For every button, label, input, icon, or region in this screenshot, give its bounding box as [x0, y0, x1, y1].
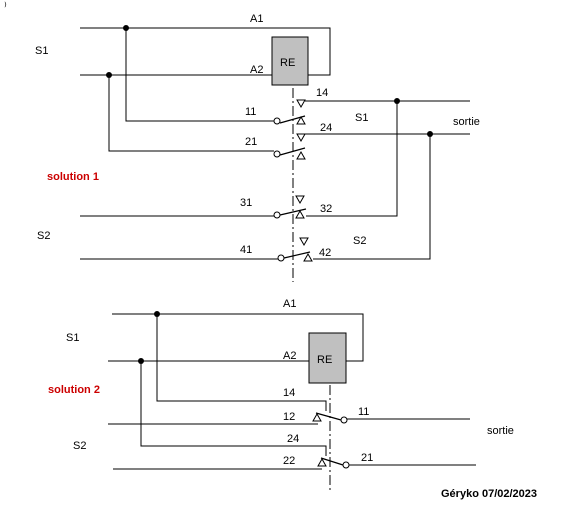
solution-2-title: solution 2	[48, 384, 100, 396]
contact-triangle	[295, 195, 305, 205]
contact-21-24	[279, 147, 306, 156]
label-s2-right: S2	[353, 235, 366, 247]
label-a1-2: A1	[283, 298, 296, 310]
wire-to-11	[125, 28, 274, 122]
contact-triangle	[317, 457, 327, 467]
label-11-2: 11	[358, 406, 369, 418]
label-32: 32	[320, 203, 332, 215]
contact-terminal	[273, 150, 281, 158]
label-s1-right: S1	[355, 112, 368, 124]
label-sortie-1: sortie	[453, 116, 480, 128]
relay-coil-1	[271, 36, 309, 86]
label-a2-2: A2	[283, 350, 296, 362]
label-21: 21	[245, 136, 257, 148]
label-s1: S1	[35, 45, 48, 57]
wire-a1-2	[112, 313, 364, 362]
contact-12-11	[315, 412, 342, 421]
label-s1-2: S1	[66, 332, 79, 344]
label-22-2: 22	[283, 455, 295, 467]
solution-1-title: solution 1	[47, 171, 99, 183]
coil-label-2: RE	[317, 354, 332, 366]
corner-mark: ⁾	[4, 1, 7, 13]
contact-terminal	[342, 461, 350, 469]
label-14-2: 14	[283, 387, 295, 399]
wire-a1-1	[80, 27, 331, 76]
label-s2: S2	[37, 230, 50, 242]
label-21-2: 21	[361, 452, 373, 464]
label-a1: A1	[250, 13, 263, 25]
contact-triangle	[296, 133, 306, 143]
contact-triangle	[296, 99, 306, 109]
contact-triangle	[296, 150, 306, 160]
contact-31-32	[279, 208, 307, 216]
author-signature: Géryko 07/02/2023	[441, 488, 537, 500]
contact-terminal	[273, 117, 281, 125]
contact-triangle	[296, 115, 306, 125]
wire-to-21	[108, 75, 274, 152]
label-31: 31	[240, 197, 252, 209]
label-12-2: 12	[283, 411, 295, 423]
solution-2-group: RE A1 A2 S1 solution 2 14 12 11 sortie 2…	[48, 298, 514, 492]
junction-dot	[427, 131, 433, 137]
solution-1-group: RE A1	[35, 13, 480, 282]
label-41: 41	[240, 244, 252, 256]
label-14: 14	[316, 87, 328, 99]
relay-coil-2	[308, 332, 347, 384]
contact-terminal	[340, 416, 348, 424]
contact-41-42	[283, 251, 311, 259]
wire-42	[313, 134, 431, 260]
wire-to-14	[156, 314, 327, 411]
contact-triangle	[312, 412, 322, 422]
junction-dot	[394, 98, 400, 104]
wire-to-24	[140, 361, 327, 456]
contact-terminal	[277, 254, 285, 262]
label-s2-2: S2	[73, 440, 86, 452]
wire-32	[306, 101, 398, 217]
coil-label-1: RE	[280, 57, 295, 69]
label-24-2: 24	[287, 433, 299, 445]
contact-triangle	[303, 252, 313, 262]
contact-triangle	[295, 209, 305, 219]
label-a2: A2	[250, 64, 263, 76]
label-24: 24	[320, 122, 332, 134]
label-11: 11	[245, 106, 256, 118]
label-sortie-2: sortie	[487, 425, 514, 437]
contact-22-21	[320, 457, 344, 466]
label-42: 42	[319, 247, 331, 259]
contact-terminal	[273, 211, 281, 219]
contact-triangle	[299, 237, 309, 247]
